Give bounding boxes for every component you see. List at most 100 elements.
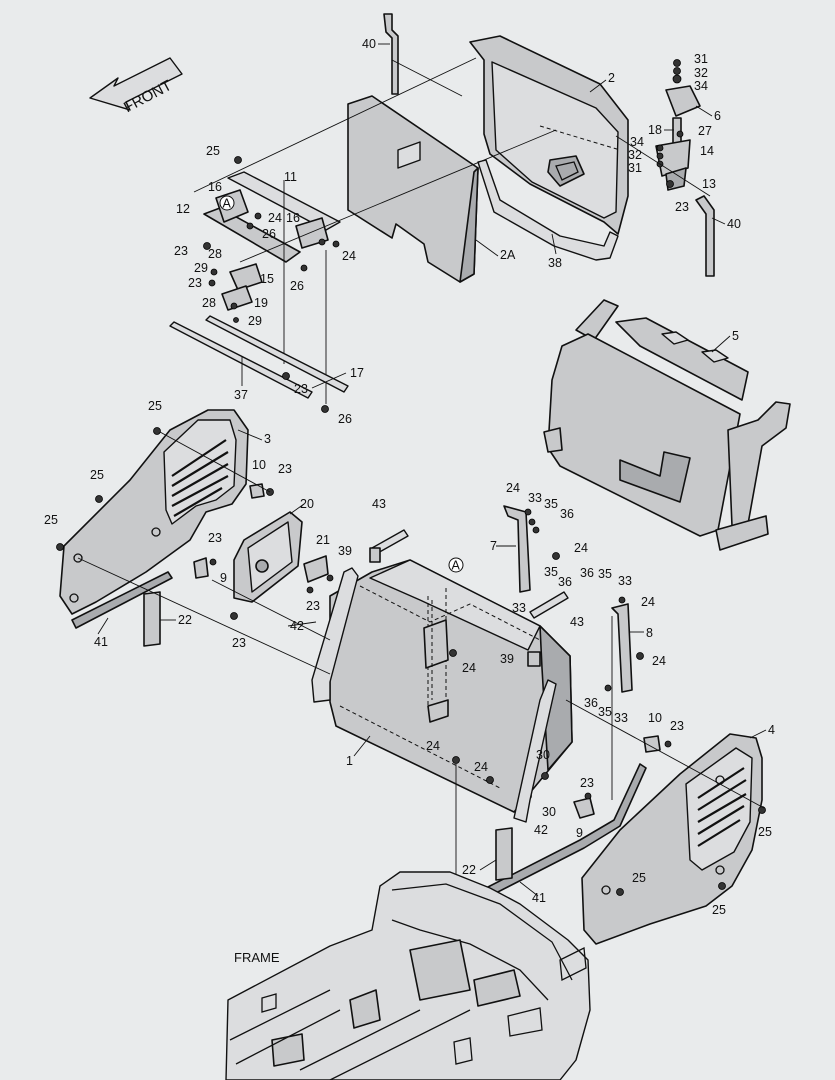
callout: 1 [346, 754, 353, 768]
filter-20 [233, 511, 303, 603]
callout: 34 [630, 135, 644, 149]
callout: 32 [628, 148, 642, 162]
bracket-7 [503, 505, 560, 593]
detail-marker-text: A [223, 197, 232, 211]
callout: 19 [254, 296, 268, 310]
bracket-10-left [249, 483, 274, 499]
label-leaders [97, 43, 767, 897]
callout: 9 [220, 571, 227, 585]
callout: 2A [500, 248, 516, 262]
callout: 13 [702, 177, 716, 191]
callout: 25 [148, 399, 162, 413]
rod-43-right [529, 591, 569, 619]
callout: 35 [598, 567, 612, 581]
callout: 26 [338, 412, 352, 426]
callout: 31 [694, 52, 708, 66]
callout: 16 [208, 180, 222, 194]
callout: 28 [202, 296, 216, 310]
callout: 37 [234, 388, 248, 402]
callout: 42 [290, 619, 304, 633]
callout: 23 [278, 462, 292, 476]
callout: 8 [646, 626, 653, 640]
bracket-22-left [143, 591, 161, 647]
callout: 5 [732, 329, 739, 343]
callout: 12 [176, 202, 190, 216]
top-leaders [193, 57, 711, 263]
callout: 23 [188, 276, 202, 290]
callout: 27 [698, 124, 712, 138]
callout: 24 [342, 249, 356, 263]
callout: 2 [608, 71, 615, 85]
callout: 28 [208, 247, 222, 261]
panel-2a [347, 95, 479, 283]
callout: 34 [694, 79, 708, 93]
callout: 23 [294, 382, 308, 396]
callout: 24 [268, 211, 282, 225]
callout: 25 [44, 513, 58, 527]
callout: 3 [264, 432, 271, 446]
callout: 18 [648, 123, 662, 137]
callout: 22 [462, 863, 476, 877]
callout: 22 [178, 613, 192, 627]
middle-leaders [77, 431, 765, 1040]
callout: 30 [536, 748, 550, 762]
post-42-right [513, 679, 557, 823]
callout: 23 [675, 200, 689, 214]
callout: 4 [768, 723, 775, 737]
callout: 7 [490, 539, 497, 553]
callout: 30 [542, 805, 556, 819]
callout: 39 [500, 652, 514, 666]
callout: 20 [300, 497, 314, 511]
hinge-assembly [655, 59, 701, 191]
callout: 40 [362, 37, 376, 51]
callout: 25 [90, 468, 104, 482]
callout: 31 [628, 161, 642, 175]
callout: 35 [544, 497, 558, 511]
rubber-41-left [71, 571, 173, 629]
bracket-8 [604, 596, 644, 693]
detail-marker-text: A [452, 559, 461, 573]
callout: 33 [614, 711, 628, 725]
frame [225, 871, 591, 1080]
callout: 35 [544, 565, 558, 579]
callout: 17 [350, 366, 364, 380]
rubber-39 [369, 547, 541, 667]
callout: 14 [700, 144, 714, 158]
callout: 23 [174, 244, 188, 258]
callout-labels: FRAME A A 40 2 31 32 34 6 18 27 34 14 32… [44, 37, 775, 965]
clamp-9-right [573, 792, 595, 819]
callout: 24 [506, 481, 520, 495]
lock-assembly [203, 156, 341, 404]
side-cover-4 [581, 733, 766, 945]
callout: 26 [262, 227, 276, 241]
callout: 36 [560, 507, 574, 521]
callout: 25 [758, 825, 772, 839]
callout: 21 [316, 533, 330, 547]
detail-marker-1: A [219, 195, 235, 211]
callout: 36 [558, 575, 572, 589]
callout: 25 [632, 871, 646, 885]
seal-38 [477, 159, 619, 261]
callout: 25 [206, 144, 220, 158]
callout: 33 [512, 601, 526, 615]
callout: 23 [306, 599, 320, 613]
callout: 36 [580, 566, 594, 580]
callout: 24 [474, 760, 488, 774]
callout: 38 [548, 256, 562, 270]
bracket-21 [303, 555, 334, 594]
callout: 26 [290, 279, 304, 293]
callout: 33 [618, 574, 632, 588]
callout: 24 [641, 595, 655, 609]
callout: 39 [338, 544, 352, 558]
frame-label: FRAME [234, 950, 280, 965]
callout: 35 [598, 705, 612, 719]
front-arrow: FRONT [89, 57, 183, 116]
callout: 41 [94, 635, 108, 649]
callout: 25 [712, 903, 726, 917]
callout: 6 [714, 109, 721, 123]
callout: 9 [576, 826, 583, 840]
callout: 29 [248, 314, 262, 328]
bracket-22-right [495, 827, 513, 881]
